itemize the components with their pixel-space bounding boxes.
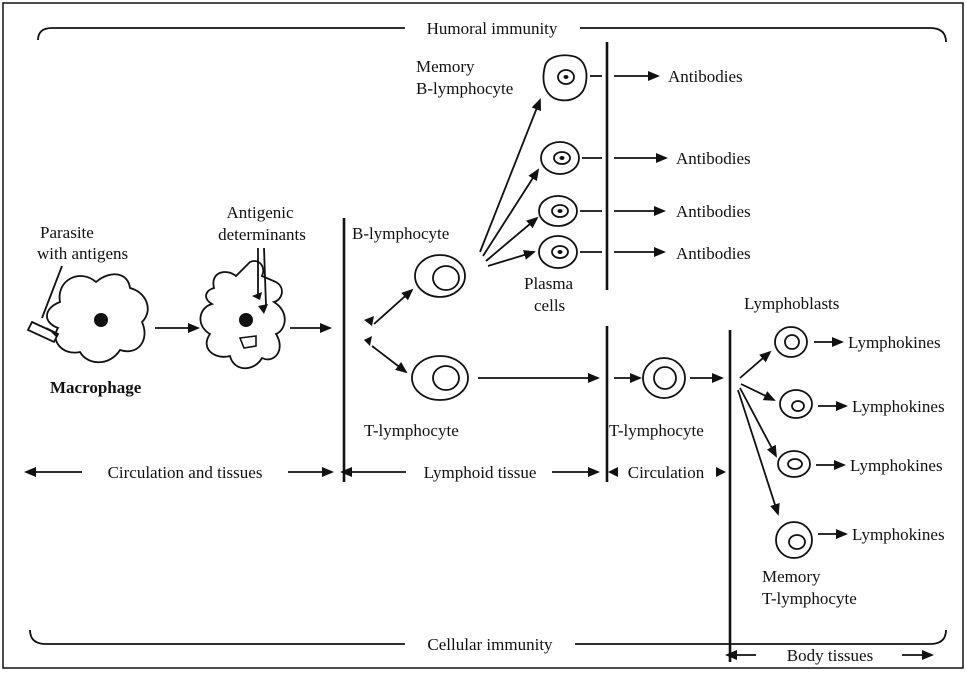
plasma-label-line2: cells bbox=[534, 296, 565, 315]
zone-label-body-tissues: Body tissues bbox=[787, 646, 873, 665]
arrow-to-t-lymphocyte bbox=[372, 346, 406, 372]
humoral-immunity-bracket: Humoral immunity bbox=[38, 19, 946, 42]
plasma-cell-3 bbox=[539, 236, 577, 268]
zone-circulation: Circulation bbox=[608, 463, 726, 482]
determinant-pointer-2 bbox=[264, 248, 266, 306]
plasma-cell-2 bbox=[539, 196, 577, 226]
arrow-to-plasma-1 bbox=[483, 170, 538, 256]
memory-b-label-line1: Memory bbox=[416, 57, 475, 76]
memory-b-cell bbox=[543, 55, 586, 100]
antigen-fragment-2 bbox=[364, 336, 372, 346]
arrow-to-memory-t bbox=[738, 390, 778, 514]
zone-lymphoid-tissue: Lymphoid tissue bbox=[350, 463, 598, 482]
zone-label-circulation-tissues: Circulation and tissues bbox=[108, 463, 263, 482]
macrophage-label: Macrophage bbox=[50, 378, 142, 397]
lymphoblast-cell-3 bbox=[778, 451, 810, 477]
b-lymphocyte-label: B-lymphocyte bbox=[352, 224, 449, 243]
antibodies-label-3: Antibodies bbox=[676, 202, 751, 221]
lymphokines-label-1: Lymphokines bbox=[848, 333, 941, 352]
cellular-immunity-label: Cellular immunity bbox=[427, 635, 553, 654]
circulating-t-lymphocyte-cell bbox=[643, 358, 685, 398]
memory-t-label-line2: T-lymphocyte bbox=[762, 589, 857, 608]
zone-body-tissues: Body tissues bbox=[735, 646, 932, 665]
lymphokines-label-3: Lymphokines bbox=[850, 456, 943, 475]
memory-b-label-line2: B-lymphocyte bbox=[416, 79, 513, 98]
t-lymphocyte-circulation-label: T-lymphocyte bbox=[609, 421, 704, 440]
antigen-fragment-1 bbox=[364, 316, 374, 326]
lymphoblasts-label: Lymphoblasts bbox=[744, 294, 839, 313]
t-lymphocyte-cell bbox=[412, 356, 468, 400]
arrow-to-b-lymphocyte bbox=[374, 290, 412, 324]
plasma-cell-1 bbox=[541, 142, 579, 174]
lymphokines-label-2: Lymphokines bbox=[852, 397, 945, 416]
lymphokines-label-4: Lymphokines bbox=[852, 525, 945, 544]
parasite-label-line2: with antigens bbox=[37, 244, 128, 263]
arrow-to-memory-b bbox=[480, 100, 540, 252]
humoral-immunity-label: Humoral immunity bbox=[427, 19, 558, 38]
antibodies-label-4: Antibodies bbox=[676, 244, 751, 263]
zone-circulation-tissues: Circulation and tissues bbox=[34, 463, 332, 482]
b-lymphocyte-cell bbox=[415, 255, 465, 297]
plasma-label-line1: Plasma bbox=[524, 274, 574, 293]
t-lymphocyte-label: T-lymphocyte bbox=[364, 421, 459, 440]
parasite-pointer-line bbox=[42, 266, 62, 318]
macrophage-cell bbox=[47, 274, 148, 362]
antibodies-label-2: Antibodies bbox=[676, 149, 751, 168]
memory-t-label-line1: Memory bbox=[762, 567, 821, 586]
parasite-label-line1: Parasite bbox=[40, 223, 94, 242]
lymphoblast-cell-1 bbox=[775, 327, 807, 357]
lymphoblast-cell-2 bbox=[780, 390, 812, 418]
arrow-to-lymphoblast-1 bbox=[740, 352, 770, 378]
memory-t-cell bbox=[776, 522, 812, 558]
zone-label-lymphoid-tissue: Lymphoid tissue bbox=[424, 463, 537, 482]
antigenic-label-line1: Antigenic bbox=[226, 203, 293, 222]
antibodies-label-1: Antibodies bbox=[668, 67, 743, 86]
antigenic-label-line2: determinants bbox=[218, 225, 306, 244]
antigen-presenting-cell bbox=[200, 261, 284, 368]
zone-label-circulation: Circulation bbox=[628, 463, 705, 482]
